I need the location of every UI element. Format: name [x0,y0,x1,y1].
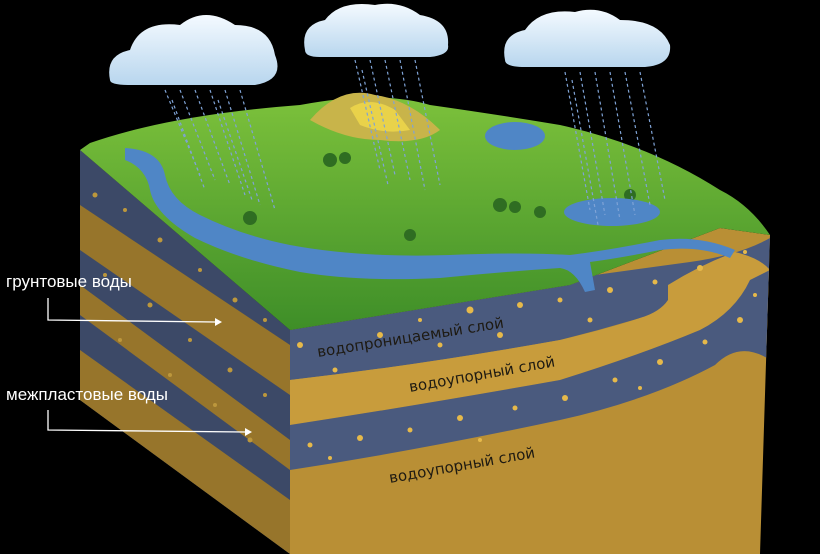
river [125,148,735,292]
groundwater-label: грунтовые воды [6,272,132,291]
cloud-icon [109,3,671,85]
side-pebbles [92,192,267,443]
trees [243,152,636,241]
interstratal-water-label: межпластовые воды [6,385,168,404]
water-bodies [125,122,735,292]
callout-leaders [47,298,246,433]
rain-icon [164,59,666,226]
front-face [290,228,770,554]
lake-right [564,198,660,226]
lake-upper [485,122,545,150]
front-pebbles [297,250,757,460]
terrain-surface [80,92,770,330]
